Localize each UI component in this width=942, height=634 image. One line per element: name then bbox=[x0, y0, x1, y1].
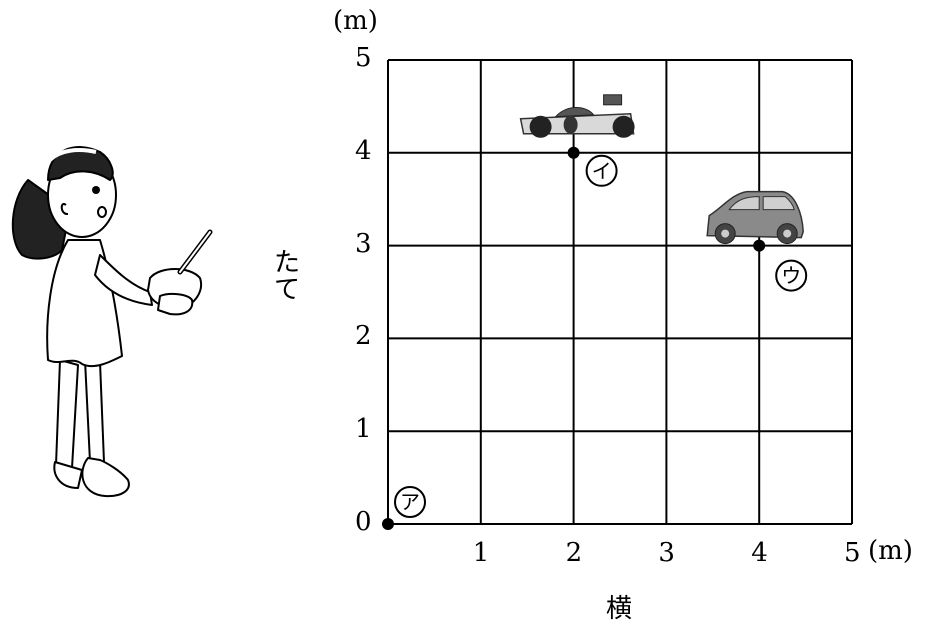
compact-car-icon bbox=[706, 190, 804, 245]
point-label: イ bbox=[592, 159, 612, 183]
point-label-circle bbox=[394, 486, 426, 518]
x-axis-unit: (m) bbox=[868, 536, 913, 566]
y-tick-label: 3 bbox=[355, 228, 372, 259]
y-tick-label: 2 bbox=[355, 321, 372, 352]
race-car-icon bbox=[519, 94, 635, 138]
x-tick-label: 3 bbox=[658, 538, 675, 568]
y-tick-label: 5 bbox=[355, 43, 372, 73]
point-label: ア bbox=[400, 490, 420, 514]
x-tick-label: 4 bbox=[751, 538, 768, 568]
y-axis-label: たて bbox=[273, 248, 300, 306]
x-tick-label: 1 bbox=[472, 538, 490, 568]
point-label-circle bbox=[585, 154, 618, 187]
point-label: ウ bbox=[781, 264, 801, 288]
x-tick-label: 2 bbox=[565, 538, 583, 568]
point-label-circle bbox=[775, 259, 808, 292]
point-marker bbox=[382, 518, 394, 530]
y-tick-label: 1 bbox=[355, 414, 372, 445]
point-marker bbox=[567, 146, 580, 159]
point-marker bbox=[753, 239, 766, 252]
y-tick-label: 4 bbox=[355, 135, 372, 166]
girl-with-remote-illustration bbox=[11, 146, 213, 498]
x-tick-label: 5 bbox=[844, 538, 861, 568]
x-axis-label: 横 bbox=[606, 594, 633, 624]
y-axis-unit: (m) bbox=[333, 6, 378, 36]
y-tick-label: 0 bbox=[355, 507, 372, 537]
